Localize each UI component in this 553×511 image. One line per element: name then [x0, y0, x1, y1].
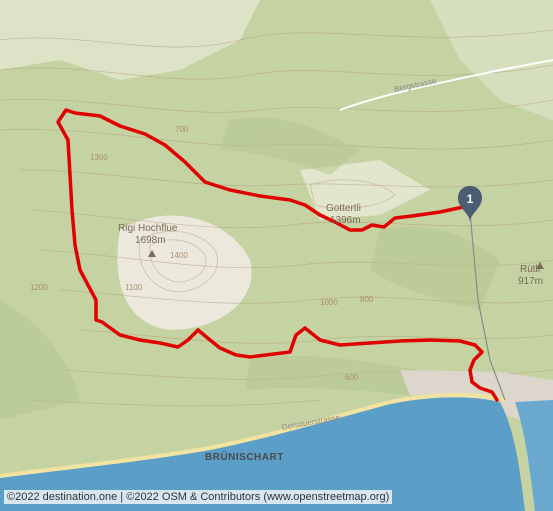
lake-east: [515, 400, 553, 511]
marker-number: 1: [467, 192, 474, 206]
place-label: BRÜNISCHART: [205, 450, 284, 463]
open-area-northeast: [430, 0, 553, 120]
peak-rigi-icon: [148, 250, 156, 257]
svg-text:1300: 1300: [90, 153, 108, 162]
open-area-north: [0, 0, 260, 80]
peak-gottertli-elev: 1396m: [330, 215, 361, 226]
peak-rutli-icon: [536, 262, 544, 269]
lake: [0, 397, 525, 511]
svg-text:600: 600: [345, 373, 359, 382]
north-road: [339, 59, 553, 111]
forest-bands: [0, 117, 500, 420]
cable-line: [469, 211, 506, 401]
svg-text:1400: 1400: [170, 251, 188, 260]
open-area-gottertli: [300, 160, 430, 220]
peak-gottertli-name: Gottertli: [326, 203, 361, 214]
peak-rigi-name: Rigi Hochflue: [118, 223, 178, 234]
svg-text:1100: 1100: [125, 283, 143, 292]
svg-text:1000: 1000: [320, 298, 338, 307]
peak-rigi-elev: 1698m: [135, 235, 166, 246]
svg-text:1200: 1200: [30, 283, 48, 292]
svg-text:800: 800: [360, 295, 374, 304]
hiking-route[interactable]: [56, 108, 499, 402]
peak-rutli-name: Rütli: [520, 264, 540, 275]
peak-rutli-elev: 917m: [518, 276, 543, 287]
location-marker[interactable]: 1: [458, 186, 482, 222]
marker-pin-icon: [458, 186, 482, 222]
svg-text:700: 700: [175, 125, 189, 134]
map-attribution[interactable]: ©2022 destination.one | ©2022 OSM & Cont…: [4, 490, 393, 504]
contour-numbers: 1300 1000 800 700 1100 1400 1200 600: [30, 125, 374, 382]
shore-road: [0, 392, 506, 478]
